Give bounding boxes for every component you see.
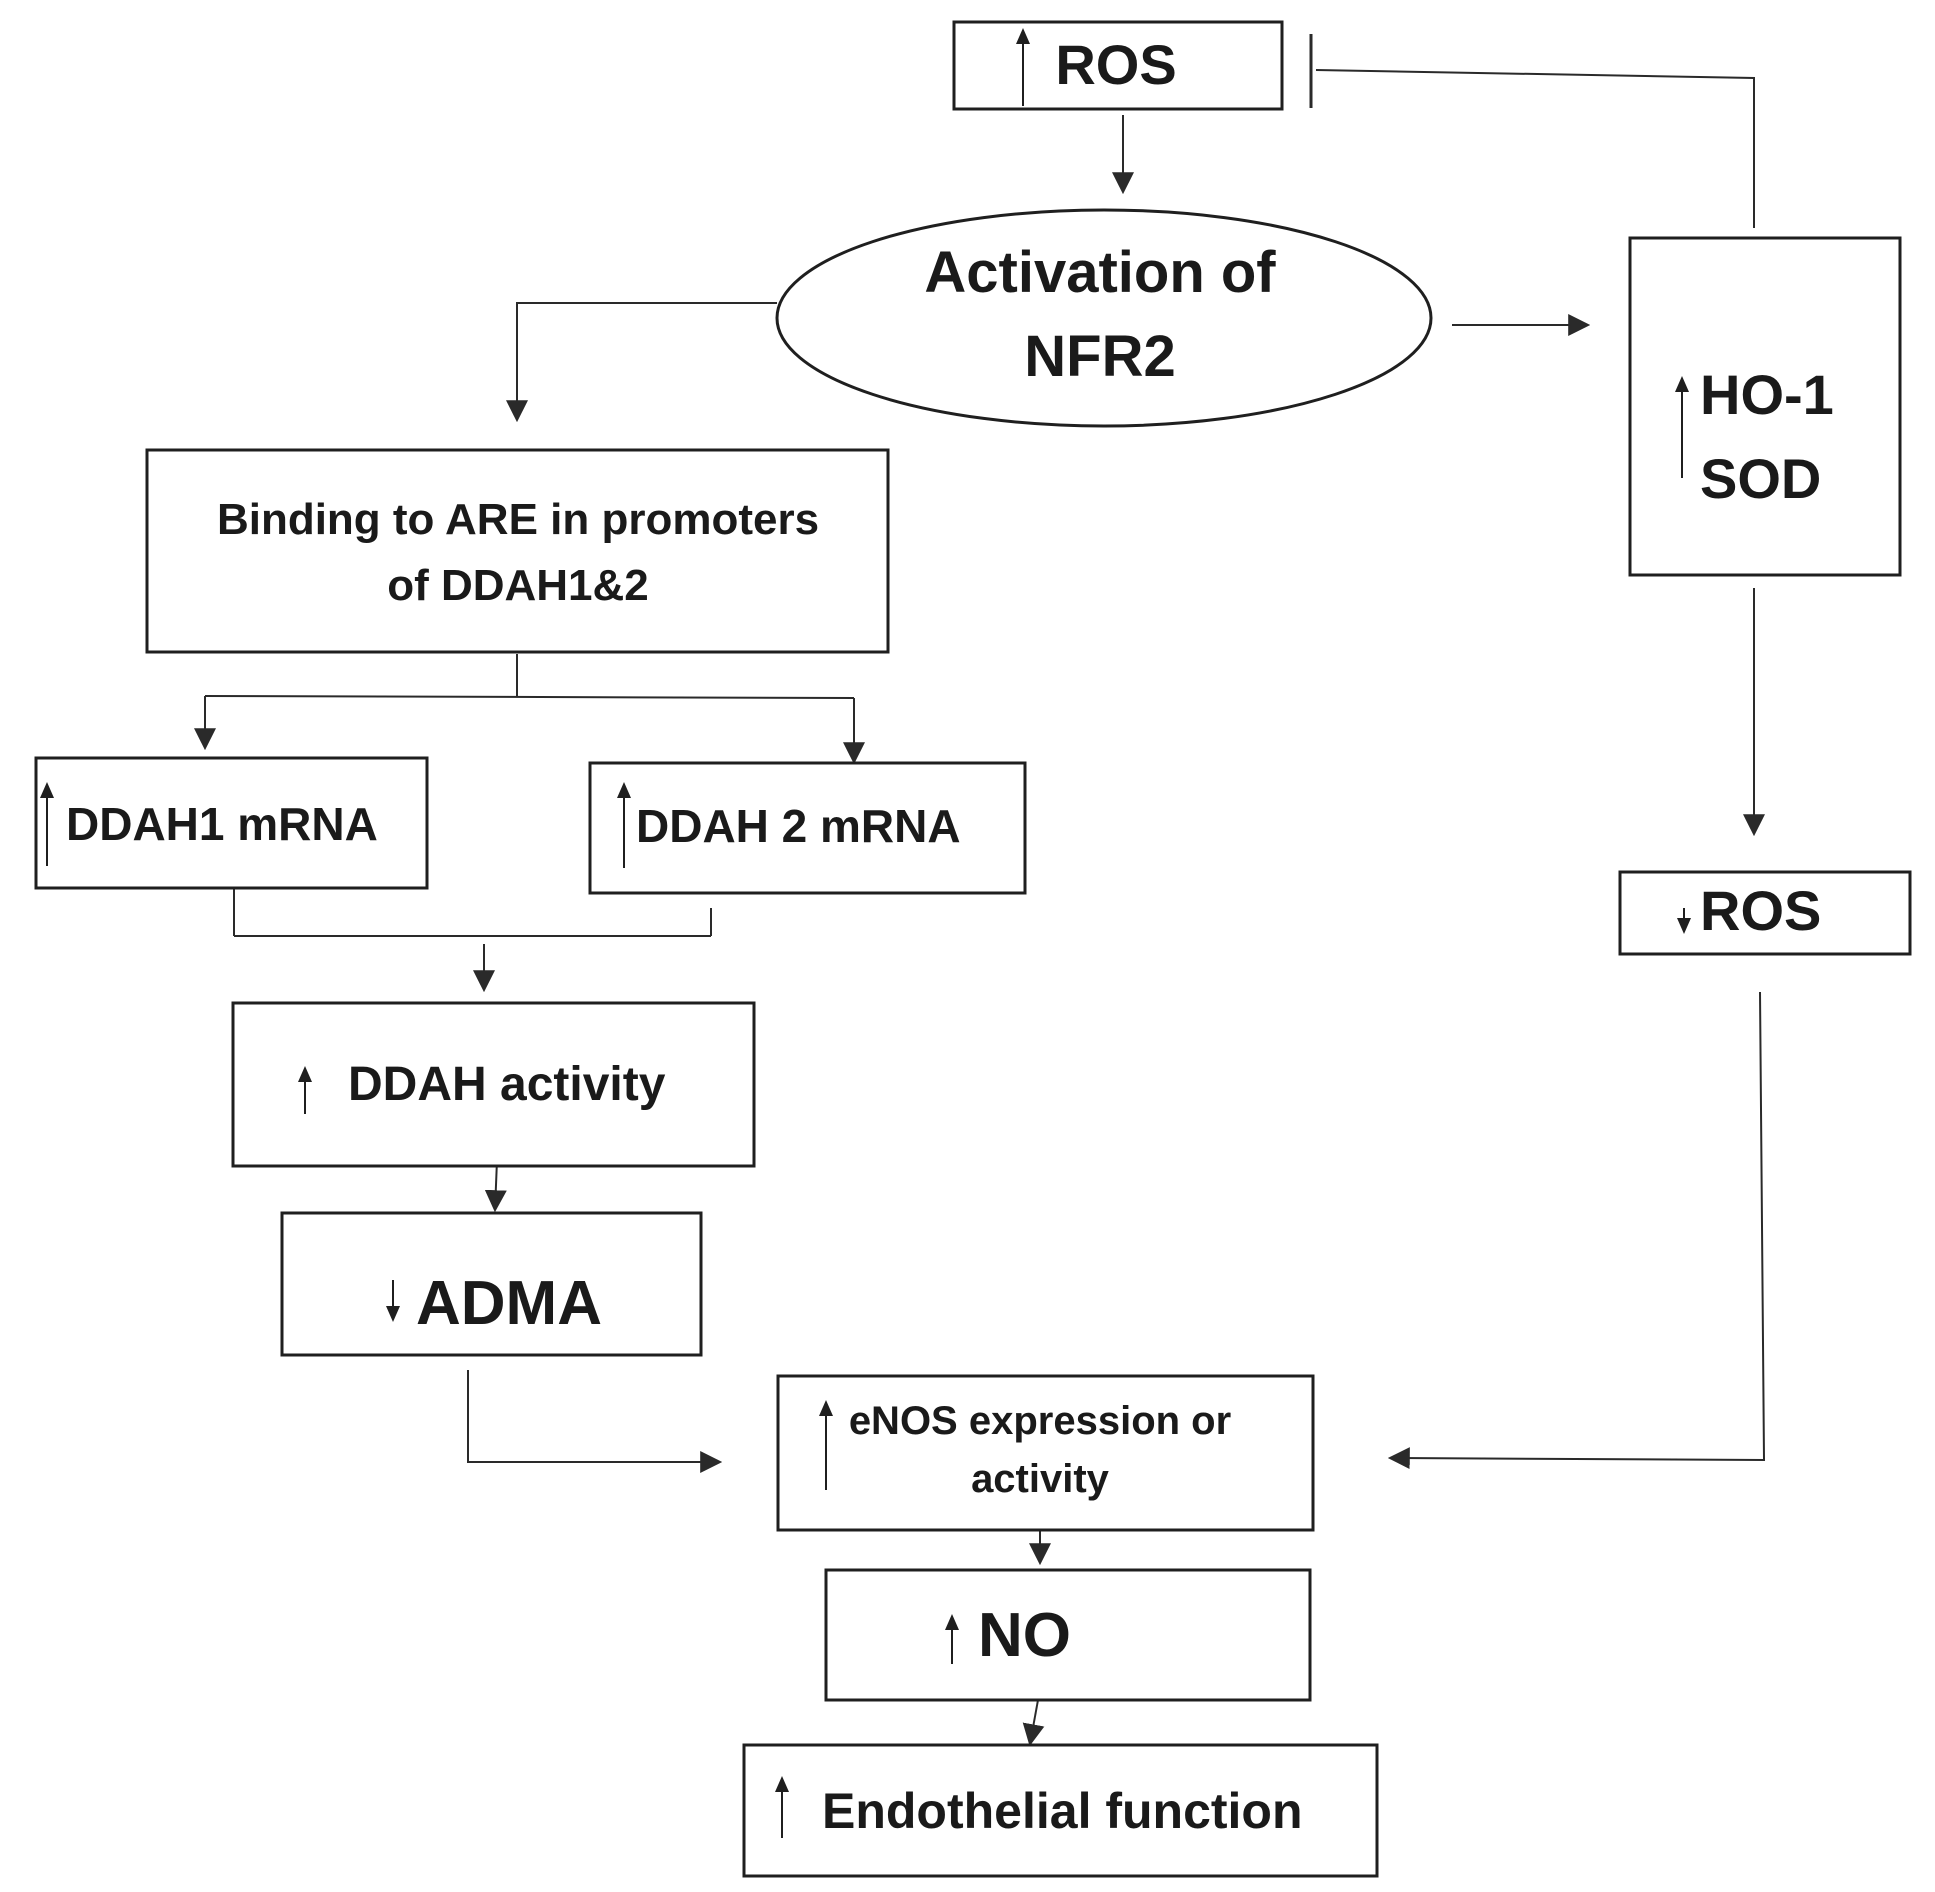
enos-line2: activity xyxy=(971,1457,1110,1501)
ddah1-mrna-label: DDAH1 mRNA xyxy=(66,798,378,850)
adma-label: ADMA xyxy=(416,1269,602,1338)
up-arrow-icon-head xyxy=(298,1066,312,1082)
edge-nfr2-to-binding xyxy=(506,302,777,423)
down-arrow-icon-head xyxy=(386,1306,400,1322)
node-endothelial-function: Endothelial function xyxy=(742,1743,1379,1878)
up-arrow-icon-head xyxy=(775,1776,789,1792)
ddah2-mrna-label: DDAH 2 mRNA xyxy=(636,800,961,852)
up-arrow-icon-head xyxy=(819,1400,833,1416)
node-ho1-sod: HO-1 SOD xyxy=(1628,236,1902,577)
up-arrow-icon-head xyxy=(1675,376,1689,392)
binding-line2: of DDAH1&2 xyxy=(387,561,649,610)
up-arrow-icon-head xyxy=(945,1614,959,1630)
down-arrow-icon-head xyxy=(1677,918,1691,934)
node-ddah1-mrna: DDAH1 mRNA xyxy=(34,756,429,890)
up-arrow-icon-head xyxy=(617,782,631,798)
binding-line1: Binding to ARE in promoters xyxy=(217,495,819,544)
node-nfr2: Activation of NFR2 xyxy=(775,208,1433,428)
node-no: NO xyxy=(824,1568,1312,1702)
connectors xyxy=(194,34,1766,1747)
node-adma: ADMA xyxy=(280,1211,703,1357)
node-enos: eNOS expression or activity xyxy=(776,1374,1315,1532)
ros-down-label: ROS xyxy=(1700,879,1821,942)
node-ros-top: ROS xyxy=(952,20,1284,111)
ros-top-label: ROS xyxy=(1055,33,1176,96)
node-ddah-activity: DDAH activity xyxy=(231,1001,756,1168)
up-arrow-icon-head xyxy=(1016,28,1030,44)
nfr2-line1: Activation of xyxy=(924,240,1276,305)
node-ddah2-mrna: DDAH 2 mRNA xyxy=(588,761,1027,895)
edge-adma-to-enos xyxy=(467,1370,723,1473)
node-ros-down: ROS xyxy=(1618,870,1912,956)
edge-ros-down-to-enos xyxy=(1387,991,1766,1470)
up-arrow-icon-head xyxy=(40,782,54,798)
ho1-label: HO-1 xyxy=(1700,363,1834,426)
node-binding-are: Binding to ARE in promoters of DDAH1&2 xyxy=(145,448,890,654)
ddah-activity-label: DDAH activity xyxy=(348,1058,666,1111)
edge-activity-to-adma xyxy=(484,1159,507,1213)
edge-binding-split xyxy=(204,695,855,699)
edge-ho1-inhibits-ros xyxy=(1315,69,1755,228)
enos-line1: eNOS expression or xyxy=(849,1399,1231,1443)
edge-no-to-endothelial xyxy=(1022,1699,1045,1747)
sod-label: SOD xyxy=(1700,447,1821,510)
no-label: NO xyxy=(978,1601,1071,1670)
nfr2-line2: NFR2 xyxy=(1024,324,1175,389)
endothelial-label: Endothelial function xyxy=(822,1783,1303,1839)
